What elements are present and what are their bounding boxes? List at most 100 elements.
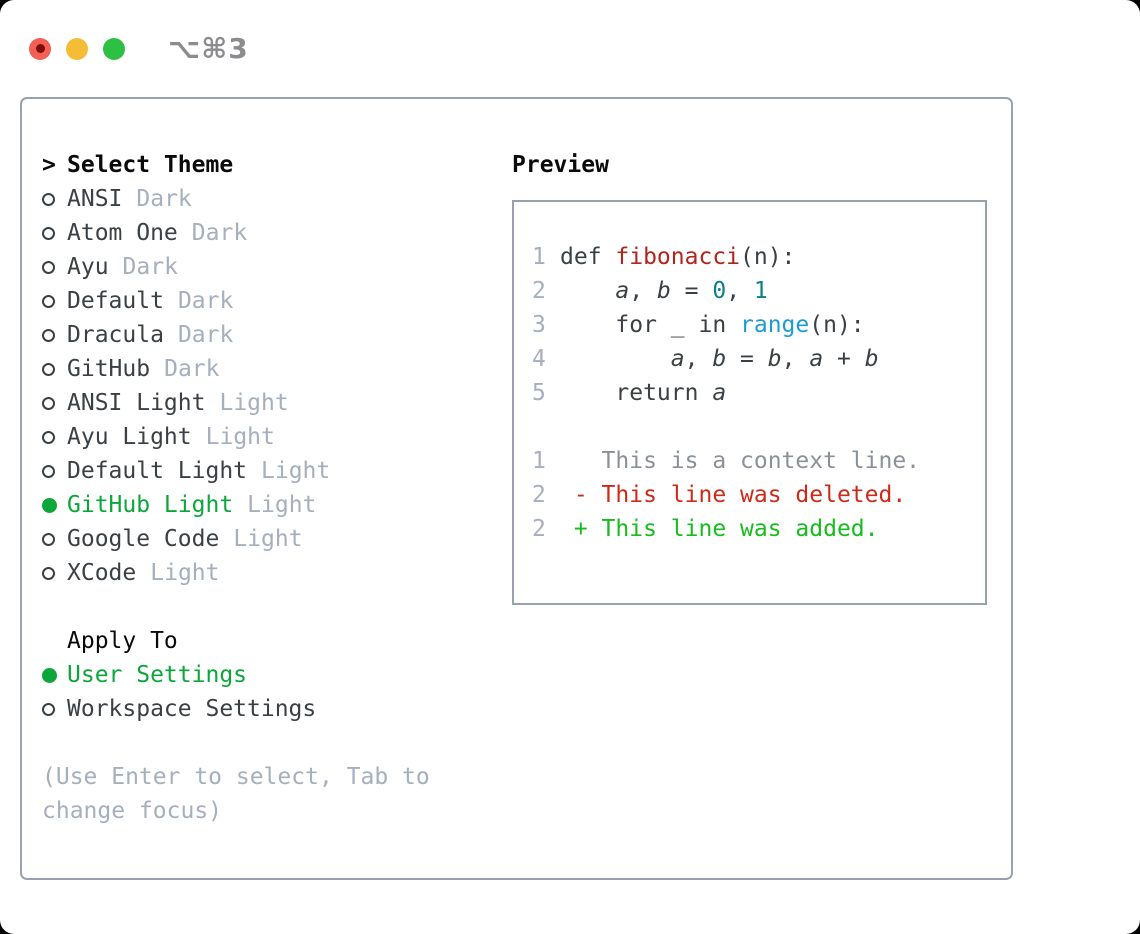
theme-name: XCode (67, 560, 137, 586)
theme-variant-tag: Light (205, 424, 275, 450)
theme-name: GitHub (67, 356, 151, 382)
code-segment: , (629, 278, 657, 304)
line-number: 3 (532, 312, 546, 338)
preview-line: 2 + This line was added. (532, 512, 985, 546)
apply-to-header-row: Apply To (42, 624, 512, 658)
radio-unselected-icon (42, 566, 67, 580)
preview-header-row: Preview (512, 148, 1011, 182)
theme-name: Default Light (67, 458, 248, 484)
code-segment: , (726, 278, 754, 304)
minimize-button[interactable] (66, 37, 88, 60)
code-segment: = (670, 278, 713, 304)
select-theme-header: Select Theme (67, 152, 234, 178)
theme-variant-tag: Dark (136, 186, 192, 212)
code-segment: + (823, 346, 865, 372)
apply-to-header: Apply To (67, 628, 178, 654)
theme-variant-tag: Dark (177, 288, 234, 314)
code-segment: a (809, 346, 824, 372)
line-number: 2 (532, 516, 546, 542)
code-segment: a (670, 346, 685, 372)
radio-unselected-icon (42, 260, 67, 274)
theme-item-github[interactable]: GitHub Dark (42, 352, 512, 386)
code-segment: , (781, 346, 810, 372)
apply-option-label: Workspace Settings (67, 696, 317, 722)
line-number: 2 (532, 482, 546, 508)
line-number: 5 (532, 380, 546, 406)
traffic-lights (29, 37, 125, 60)
code-segment: 1 (753, 278, 768, 304)
code-segment: (n): (740, 244, 796, 270)
code-segment: (n): (809, 312, 865, 338)
code-segment: def (560, 244, 616, 270)
code-segment: 0 (712, 278, 727, 304)
radio-unselected-icon (42, 328, 67, 342)
theme-variant-tag: Light (233, 526, 303, 552)
theme-variant-tag: Light (219, 390, 289, 416)
apply-option-label: User Settings (67, 662, 248, 688)
radio-unselected-icon (42, 294, 67, 308)
preview-line: 1 This is a context line. (532, 444, 985, 478)
radio-unselected-icon (42, 702, 67, 716)
preview-line: 5 return a (532, 376, 985, 410)
radio-unselected-icon (42, 396, 67, 410)
radio-unselected-icon (42, 192, 67, 206)
maximize-button[interactable] (103, 37, 125, 60)
theme-item-default[interactable]: Default Dark (42, 284, 512, 318)
code-segment: return (560, 380, 713, 406)
radio-unselected-icon (42, 430, 67, 444)
code-segment: range (740, 312, 810, 338)
theme-name: Google Code (67, 526, 220, 552)
radio-unselected-icon (42, 532, 67, 546)
code-segment: b (864, 346, 879, 372)
radio-unselected-icon (42, 362, 67, 376)
code-segment (560, 278, 615, 304)
code-segment: for _ in (560, 312, 741, 338)
close-dot-icon (35, 44, 45, 53)
preview-line (532, 410, 985, 444)
code-segment: This is a context line. (560, 448, 921, 474)
code-segment: + This line was added. (560, 516, 879, 542)
theme-item-ansi-light[interactable]: ANSI Light Light (42, 386, 512, 420)
theme-name: Default (67, 288, 164, 314)
theme-variant-tag: Light (261, 458, 331, 484)
close-button[interactable] (29, 37, 51, 60)
code-segment: b (767, 346, 782, 372)
code-segment: b (656, 278, 671, 304)
preview-line: 3 for _ in range(n): (532, 308, 985, 342)
theme-variant-tag: Dark (164, 356, 220, 382)
apply-option-workspace-settings[interactable]: Workspace Settings (42, 692, 512, 726)
code-segment: = (726, 346, 768, 372)
apply-option-user-settings[interactable]: User Settings (42, 658, 512, 692)
theme-name: GitHub Light (67, 492, 234, 518)
code-segment: - This line was deleted. (560, 482, 907, 508)
preview-header: Preview (512, 152, 609, 178)
line-number: 1 (532, 448, 546, 474)
theme-item-default-light[interactable]: Default Light Light (42, 454, 512, 488)
window-title: ⌥⌘3 (168, 32, 249, 65)
radio-unselected-icon (42, 464, 67, 478)
code-segment: b (712, 346, 727, 372)
code-segment: a (615, 278, 630, 304)
radio-selected-icon (42, 497, 67, 513)
theme-name: Atom One (67, 220, 178, 246)
selection-prompt: > (42, 152, 56, 178)
theme-name: Ayu (67, 254, 109, 280)
preview-line: 2 a, b = 0, 1 (532, 274, 985, 308)
theme-item-google-code[interactable]: Google Code Light (42, 522, 512, 556)
keyboard-hint: (Use Enter to select, Tab to change focu… (42, 764, 430, 824)
preview-line: 4 a, b = b, a + b (532, 342, 985, 376)
theme-name: ANSI Light (67, 390, 206, 416)
